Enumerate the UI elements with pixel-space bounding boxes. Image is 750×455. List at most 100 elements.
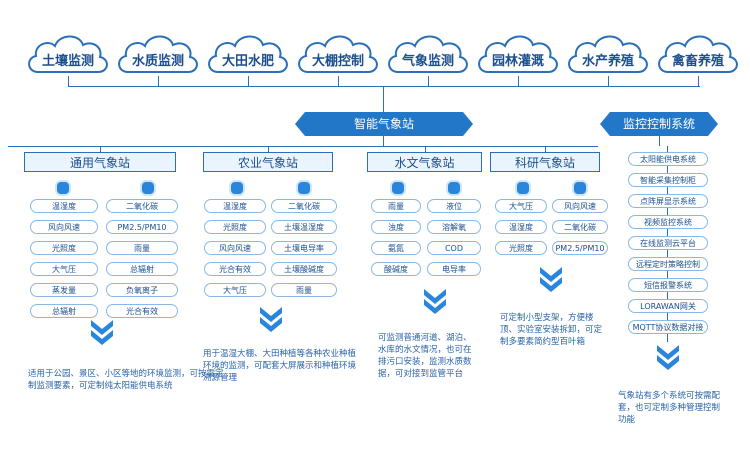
station-item: 雨量 — [371, 199, 421, 213]
control-item: 视频监控系统 — [628, 215, 708, 229]
station-description: 用于温湿大棚、大田种植等各种农业种植环境的监测，可配套大屏展示和种植环境溯源管理 — [203, 349, 357, 383]
control-description: 气象站有多个系统可按需配套，也可定制多种管理控制功能 — [618, 391, 721, 425]
control-item: 智能采集控制柜 — [628, 173, 708, 187]
station-left-dot — [55, 180, 71, 196]
cloud-label: 园林灌溉 — [491, 54, 544, 69]
station-item: 大气压 — [204, 283, 266, 297]
cloud-stem — [608, 76, 609, 86]
double-chevron-down-icon — [258, 305, 284, 339]
cloud-1: 土壤监测 — [24, 28, 112, 76]
station-item: 总辐射 — [30, 304, 98, 318]
station-right-dot — [140, 180, 156, 196]
station-item: 温湿度 — [30, 199, 98, 213]
cloud-3: 大田水肥 — [204, 28, 292, 76]
station-item: 大气压 — [495, 199, 547, 213]
station-item: 总辐射 — [106, 262, 178, 276]
station-title: 农业气象站 — [203, 152, 333, 172]
station-left-dot — [229, 180, 245, 196]
cloud-stem — [518, 76, 519, 86]
station-title: 水文气象站 — [367, 152, 482, 172]
cloud-stem — [698, 76, 699, 86]
station-drop-line — [545, 146, 546, 152]
station-item: 光合有效 — [106, 304, 178, 318]
station-item: 大气压 — [30, 262, 98, 276]
station-item: 氨氮 — [371, 241, 421, 255]
station-item: 光照度 — [495, 241, 547, 255]
station-item: 风向风速 — [30, 220, 98, 234]
station-description: 可定制小型支架，方便楼顶、实验室安装拆卸，可定制多要素简约型百叶箱 — [500, 313, 603, 347]
control-item: 太阳能供电系统 — [628, 152, 708, 166]
control-item: LORAWAN网关 — [628, 299, 708, 313]
cloud-label: 大田水肥 — [221, 54, 274, 69]
cloud-label: 水产养殖 — [581, 54, 634, 69]
cloud-label: 禽畜养殖 — [671, 54, 724, 69]
double-chevron-down-icon — [538, 265, 564, 299]
control-hub-label: 监控控制系统 — [622, 117, 695, 131]
station-item: 二氧化碳 — [271, 199, 337, 213]
cloud-icon — [478, 35, 558, 73]
station-item: 溶解氧 — [427, 220, 481, 234]
control-hub: 监控控制系统 — [600, 112, 718, 136]
station-drop-line — [268, 146, 269, 152]
double-chevron-down-icon — [89, 318, 115, 352]
control-item: 点阵屏显示系统 — [628, 194, 708, 208]
station-item: COD — [427, 241, 481, 255]
cloud-4: 大棚控制 — [294, 28, 382, 76]
cloud-2: 水质监测 — [114, 28, 202, 76]
cloud-label: 土壤监测 — [41, 54, 94, 69]
station-item: 液位 — [427, 199, 481, 213]
cloud-7: 水产养殖 — [564, 28, 652, 76]
station-item: 温湿度 — [204, 199, 266, 213]
cloud-bus-line — [68, 86, 700, 87]
cloud-icon — [298, 35, 378, 73]
station-description: 可监测普通河道、湖泊、水库的水文情况，也可在排污口安装，监测水质数据，可对接到监… — [378, 333, 472, 379]
cloud-icon — [568, 35, 648, 73]
control-item: 短信报警系统 — [628, 278, 708, 292]
cloud-icon — [118, 35, 198, 73]
station-item: 光合有效 — [204, 262, 266, 276]
station-item: 雨量 — [106, 241, 178, 255]
double-chevron-down-icon — [422, 287, 448, 321]
cloud-8: 禽畜养殖 — [654, 28, 742, 76]
station-left-dot — [515, 180, 531, 196]
station-left-dot — [390, 180, 406, 196]
cloud-label: 大棚控制 — [311, 54, 364, 69]
weather-hub: 智能气象站 — [295, 112, 473, 136]
station-item: 浊度 — [371, 220, 421, 234]
cloud-icon — [658, 35, 738, 73]
station-item: 风向风速 — [552, 199, 608, 213]
station-item: 二氧化碳 — [552, 220, 608, 234]
cloud-icon — [208, 35, 288, 73]
control-item: 远程定时策略控制 — [628, 257, 708, 271]
cloud-stem — [158, 76, 159, 86]
station-title: 通用气象站 — [24, 152, 176, 172]
station-item: 雨量 — [271, 283, 337, 297]
cloud-stem — [428, 76, 429, 86]
station-item: 蒸发量 — [30, 283, 98, 297]
station-right-dot — [446, 180, 462, 196]
station-item: PM2.5/PM10 — [106, 220, 178, 234]
station-item: 光照度 — [30, 241, 98, 255]
station-right-dot — [572, 180, 588, 196]
station-item: 二氧化碳 — [106, 199, 178, 213]
cloud-to-hub-line — [383, 86, 384, 112]
station-item: 电导率 — [427, 262, 481, 276]
station-drop-line — [424, 146, 426, 152]
cloud-icon — [388, 35, 468, 73]
control-item: 在线监测云平台 — [628, 236, 708, 250]
station-item: 光照度 — [204, 220, 266, 234]
station-item: 土壤酸碱度 — [271, 262, 337, 276]
cloud-6: 园林灌溉 — [474, 28, 562, 76]
double-chevron-down-icon — [655, 343, 681, 377]
station-item: 土壤电导率 — [271, 241, 337, 255]
station-drop-line — [100, 146, 101, 152]
hub-stem-line — [383, 136, 384, 146]
cloud-5: 气象监测 — [384, 28, 472, 76]
cloud-label: 气象监测 — [401, 54, 454, 69]
cloud-icon — [28, 35, 108, 73]
station-bus-line — [8, 146, 598, 147]
station-item: PM2.5/PM10 — [552, 241, 608, 255]
station-title: 科研气象站 — [490, 152, 600, 172]
weather-hub-label: 智能气象站 — [353, 117, 414, 131]
cloud-label: 水质监测 — [131, 54, 184, 69]
